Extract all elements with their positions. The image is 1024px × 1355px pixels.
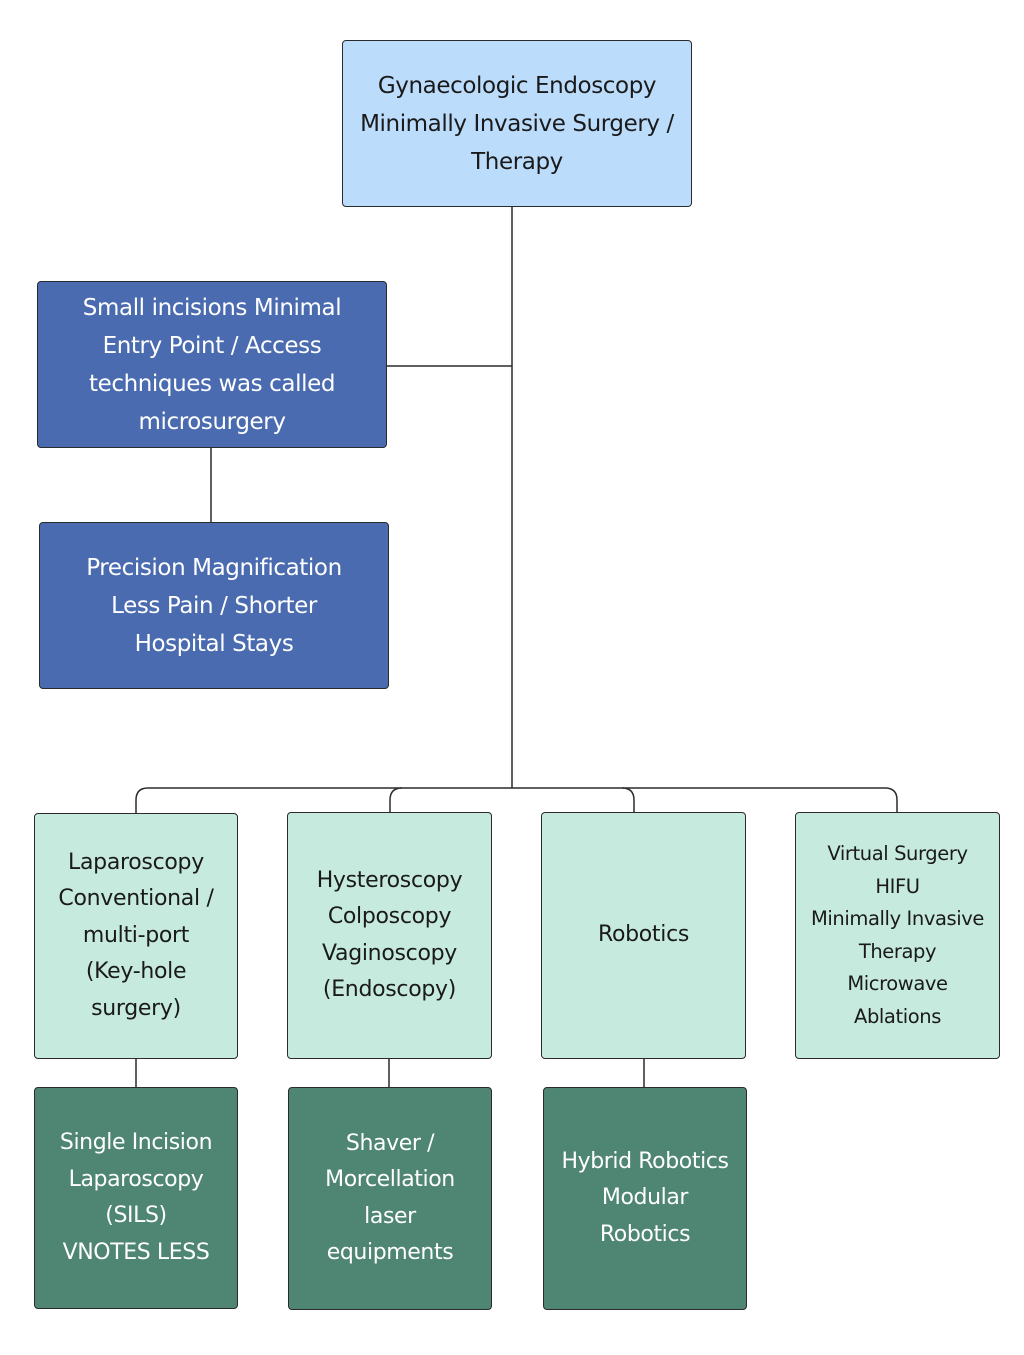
virtual-surgery-node: Virtual Surgery HIFU Minimally Invasive …: [795, 812, 1000, 1059]
precision-line: Precision Magnification: [86, 554, 342, 581]
hybrid-robotics-line: Hybrid Robotics: [561, 1148, 729, 1174]
laparoscopy-line: Laparoscopy: [68, 849, 204, 875]
sils-line: Laparoscopy: [68, 1166, 204, 1192]
small-incisions-node: Small incisions Minimal Entry Point / Ac…: [37, 281, 387, 448]
shaver-line: equipments: [326, 1240, 454, 1265]
hybrid-robotics-node: Hybrid Robotics Modular Robotics: [543, 1087, 747, 1310]
small-incisions-line: Small incisions Minimal: [82, 294, 342, 321]
hysteroscopy-line: (Endoscopy): [322, 977, 457, 1002]
laparoscopy-line: Conventional /: [58, 886, 214, 912]
virtual-surgery-line: Therapy: [858, 939, 937, 963]
shaver-node: Shaver / Morcellation laser equipments: [288, 1087, 492, 1310]
robotics-node: Robotics: [541, 812, 746, 1059]
hysteroscopy-line: Colposcopy: [327, 904, 452, 929]
virtual-surgery-line: Minimally Invasive: [810, 907, 985, 930]
hybrid-robotics-line: Robotics: [599, 1221, 691, 1247]
hybrid-robotics-line: Modular: [601, 1185, 689, 1211]
shaver-line: Morcellation: [325, 1167, 455, 1192]
hysteroscopy-line: Vaginoscopy: [321, 940, 457, 966]
laparoscopy-line: surgery): [91, 995, 181, 1021]
laparoscopy-line: multi-port: [82, 922, 190, 948]
sils-node: Single Incision Laparoscopy (SILS) VNOTE…: [34, 1087, 238, 1309]
shaver-line: laser: [364, 1203, 416, 1229]
virtual-surgery-line: Microwave: [847, 972, 948, 995]
precision-line: Hospital Stays: [134, 630, 294, 657]
virtual-surgery-line: Virtual Surgery: [827, 842, 968, 865]
robotics-drop-connector: [621, 787, 635, 812]
precision-node: Precision Magnification Less Pain / Shor…: [39, 522, 389, 689]
virtual-surgery-line: Ablations: [854, 1004, 941, 1028]
bus-connector: [135, 787, 898, 813]
laparoscopy-node: Laparoscopy Conventional / multi-port (K…: [34, 813, 238, 1059]
sils-line: VNOTES LESS: [62, 1239, 210, 1265]
shaver-line: Shaver /: [345, 1130, 435, 1156]
hysteroscopy-drop-connector: [389, 787, 403, 812]
root-line: Minimally Invasive Surgery /: [360, 110, 674, 137]
sils-line: Single Incision: [59, 1130, 213, 1155]
small-incisions-line: techniques was called: [88, 370, 336, 397]
root-node: Gynaecologic Endoscopy Minimally Invasiv…: [342, 40, 692, 207]
virtual-surgery-line: HIFU: [875, 874, 920, 898]
hysteroscopy-node: Hysteroscopy Colposcopy Vaginoscopy (End…: [287, 812, 492, 1059]
robotics-line: Robotics: [597, 922, 690, 948]
small-incisions-line: Entry Point / Access: [102, 332, 322, 359]
hysteroscopy-line: Hysteroscopy: [316, 867, 463, 893]
laparoscopy-line: (Key-hole: [85, 959, 187, 985]
small-incisions-line: microsurgery: [138, 408, 286, 435]
root-line: Gynaecologic Endoscopy: [377, 72, 657, 99]
sils-line: (SILS): [105, 1203, 167, 1228]
root-line: Therapy: [471, 148, 563, 175]
precision-line: Less Pain / Shorter: [111, 592, 317, 619]
